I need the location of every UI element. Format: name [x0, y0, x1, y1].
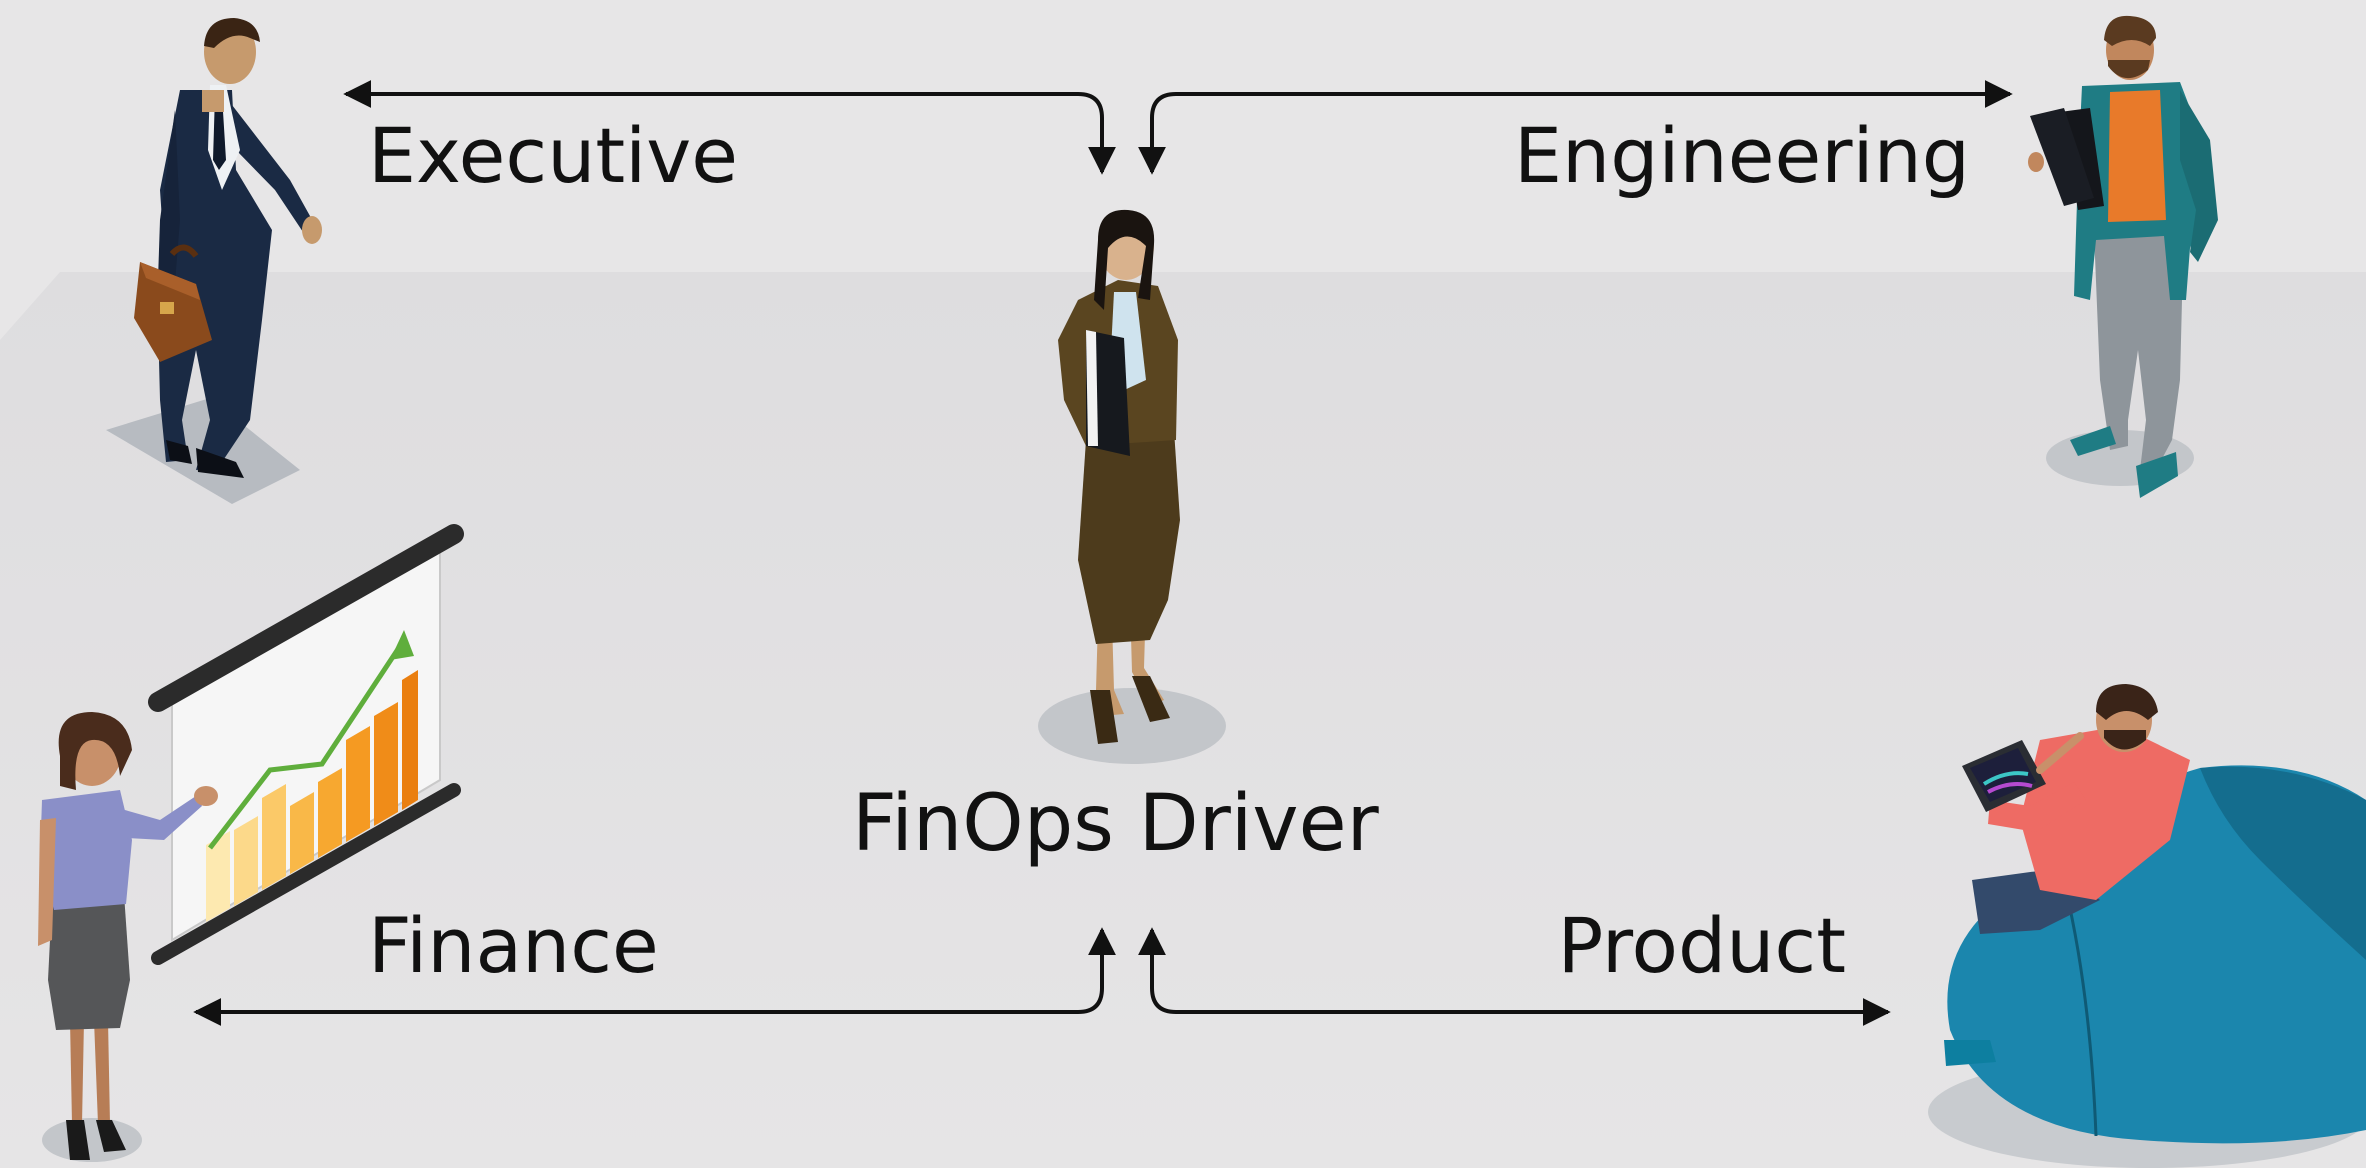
arrow-finance: [193, 927, 1116, 1026]
executive-person-icon: [106, 18, 322, 504]
product-person-icon: [1944, 684, 2190, 1066]
presentation-bar-chart: [206, 670, 418, 922]
presentation-trend-line: [208, 638, 407, 850]
label-executive: Executive: [368, 111, 739, 200]
label-finance: Finance: [368, 901, 659, 990]
arrow-product: [1138, 927, 1891, 1026]
arrow-engineering: [1138, 80, 2013, 175]
finance-person-icon: [38, 712, 218, 1162]
beanbag-chair-icon: [1928, 765, 2366, 1168]
label-product: Product: [1557, 901, 1846, 990]
arrow-executive: [343, 80, 1116, 175]
label-finops-driver: FinOps Driver: [852, 779, 1379, 869]
engineer-person-icon: [2028, 15, 2218, 498]
label-engineering: Engineering: [1514, 111, 1970, 200]
finops-driver-person-icon: [1038, 209, 1226, 764]
connector-arrows: [193, 80, 2013, 1026]
presentation-board-icon: [148, 524, 464, 965]
